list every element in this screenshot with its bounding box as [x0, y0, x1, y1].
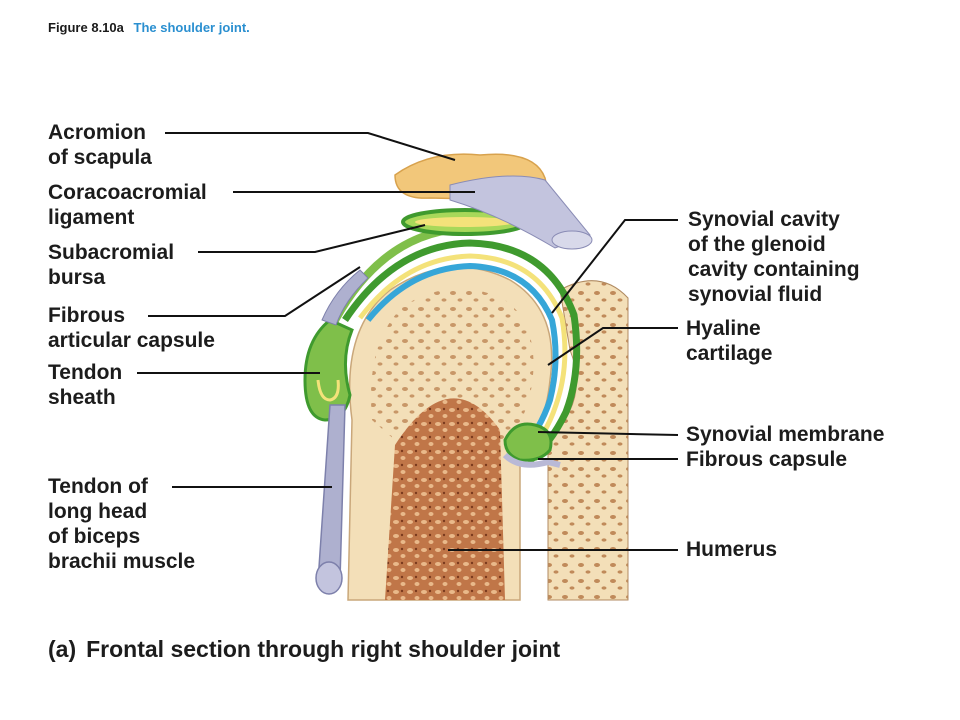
- label-hyaline-cartilage: Hyaline cartilage: [686, 317, 773, 365]
- leader-subacromial: [198, 224, 426, 253]
- leader-fibrous-articular: [148, 266, 361, 317]
- figure-title: The shoulder joint.: [133, 20, 250, 35]
- label-fibrous-articular-capsule: Fibrous articular capsule: [48, 304, 215, 352]
- label-acromion: Acromion of scapula: [48, 121, 152, 169]
- label-subacromial-bursa: Subacromial bursa: [48, 241, 175, 289]
- label-synovial-cavity: Synovial cavity of the glenoid cavity co…: [688, 208, 860, 306]
- figure-header: Figure 8.10a The shoulder joint.: [48, 20, 250, 35]
- label-coracoacromial-ligament: Coracoacromial ligament: [48, 181, 207, 229]
- synovial-layer-arc: [358, 253, 568, 457]
- biceps-tendon-shape: [317, 404, 346, 583]
- figure-caption: (a) Frontal section through right shoulde…: [48, 636, 560, 663]
- hyaline-cartilage-arc: [365, 262, 559, 451]
- coracoacromial-ligament-shape: [449, 175, 591, 249]
- label-synovial-membrane: Synovial membrane: [686, 423, 885, 446]
- label-humerus: Humerus: [686, 538, 778, 561]
- inferior-capsule-pocket: [503, 422, 553, 462]
- humeral-head-spongy: [370, 288, 534, 440]
- label-biceps-tendon: Tendon of long head of biceps brachii mu…: [48, 475, 196, 573]
- tendon-sheath-shape: [303, 318, 354, 422]
- caption-text: Frontal section through right shoulder j…: [86, 636, 561, 662]
- leader-hyaline: [547, 327, 678, 366]
- figure-number: Figure 8.10a: [48, 20, 124, 35]
- leader-acromion: [165, 132, 456, 161]
- fibrous-capsule-arc: [342, 239, 581, 465]
- leader-synovial-cavity: [551, 219, 678, 314]
- caption-tag: (a): [48, 636, 77, 662]
- label-tendon-sheath: Tendon sheath: [48, 361, 123, 409]
- leader-synovial-membrane: [537, 431, 679, 436]
- label-fibrous-capsule: Fibrous capsule: [686, 448, 848, 471]
